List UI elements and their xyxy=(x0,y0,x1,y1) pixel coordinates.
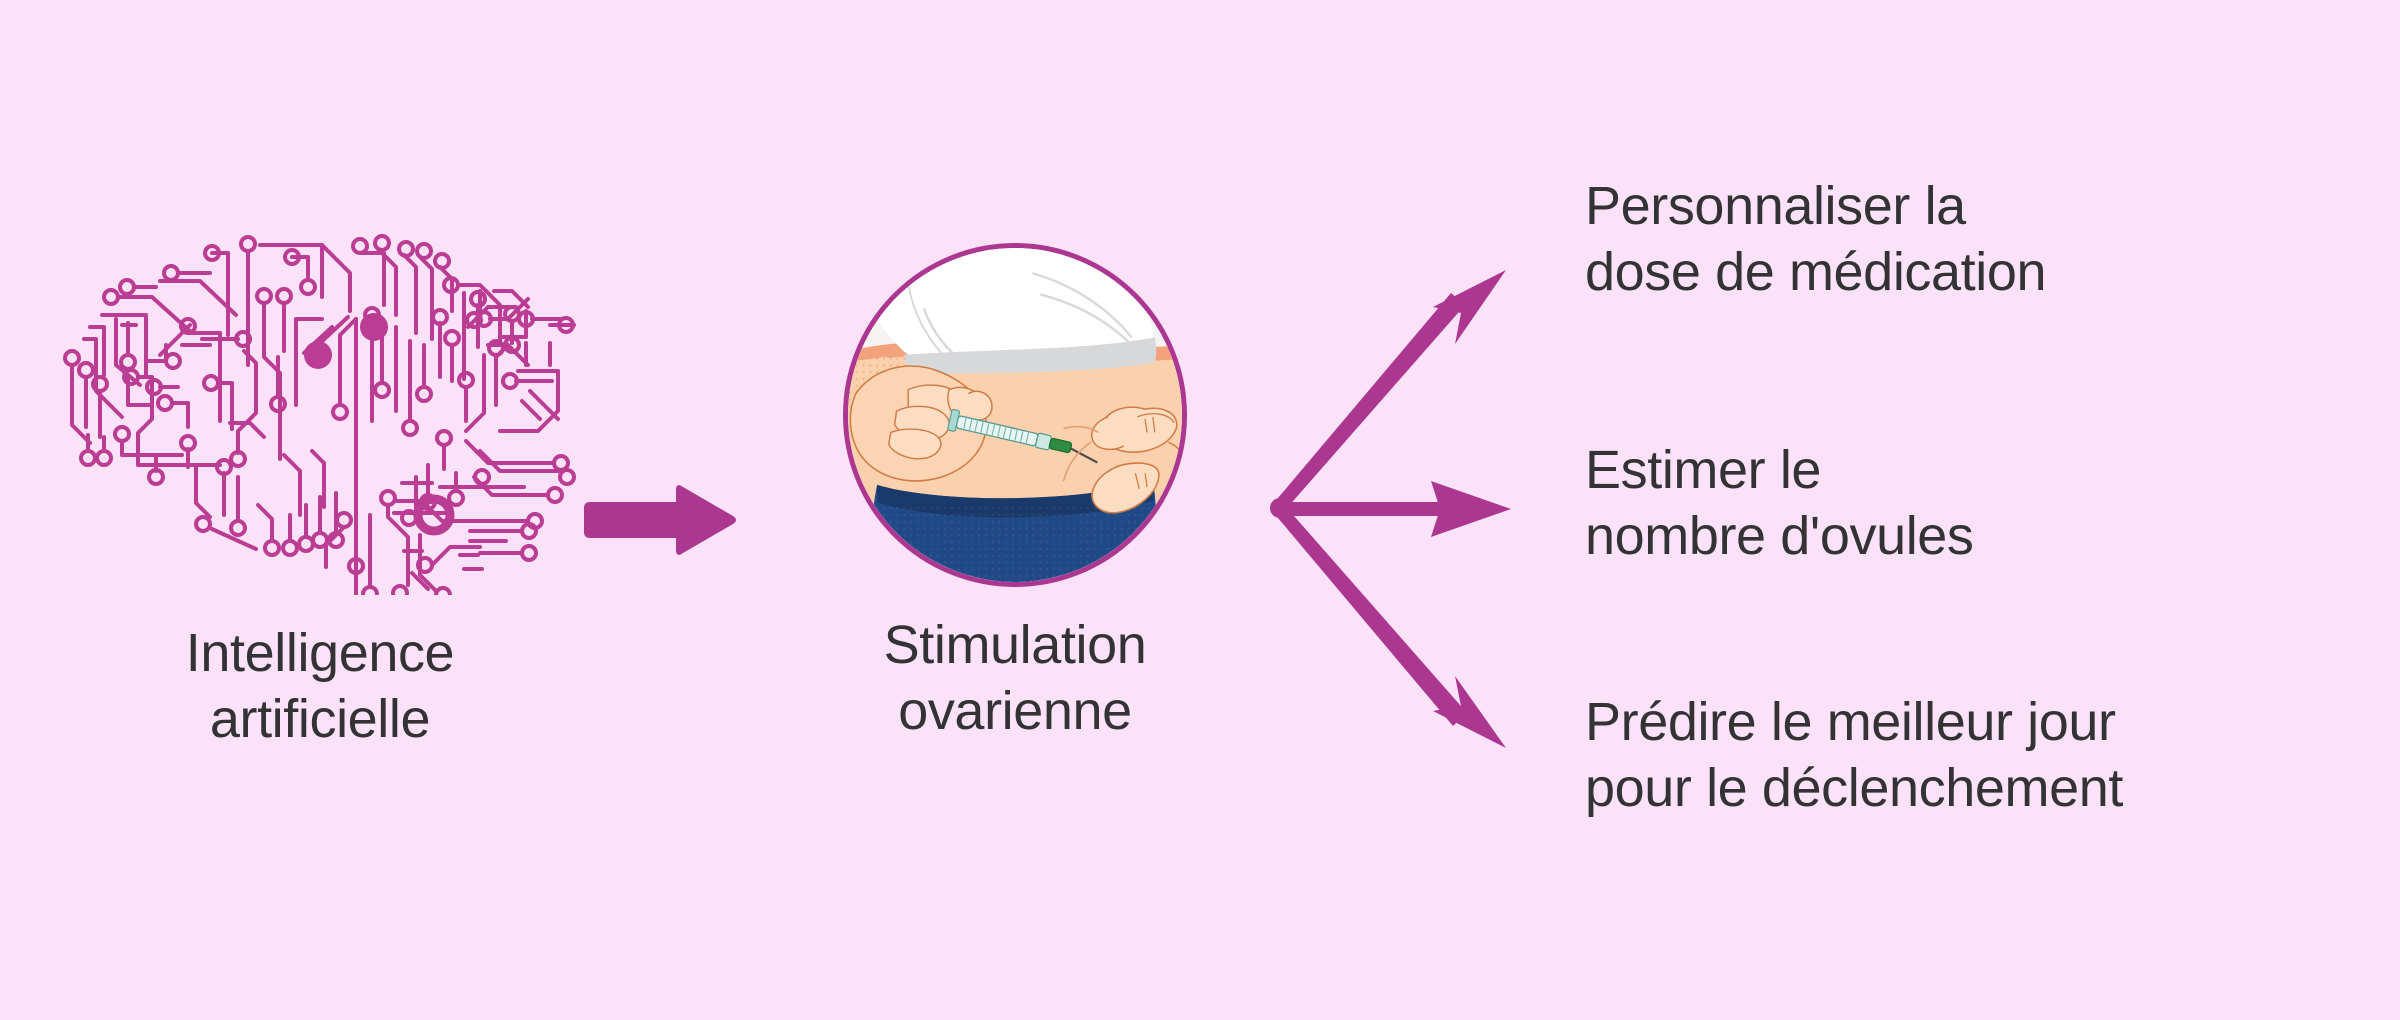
three-way-branching-arrow-icon xyxy=(1265,260,1525,760)
outcome-line: Estimer le xyxy=(1585,440,1822,500)
outcome-line: Personnaliser la xyxy=(1585,176,1966,236)
caption-artificial-intelligence: Intelligence artificielle xyxy=(60,621,580,753)
outcome-line: Prédire le meilleur jour xyxy=(1585,692,2116,752)
outcome-item: Estimer le nombre d'ovules xyxy=(1585,438,1974,570)
outcome-item: Personnaliser la dose de médication xyxy=(1585,174,2047,306)
outcome-line: nombre d'ovules xyxy=(1585,505,1974,566)
caption-line: Intelligence xyxy=(185,623,455,683)
caption-line: Stimulation xyxy=(883,615,1147,675)
caption-ovarian-stimulation: Stimulation ovarienne xyxy=(790,613,1240,745)
caption-line: ovarienne xyxy=(898,680,1132,741)
stage-ovarian-stimulation: Stimulation ovarienne xyxy=(790,215,1240,795)
caption-line: artificielle xyxy=(209,688,431,749)
stage-artificial-intelligence: Intelligence artificielle xyxy=(60,215,580,795)
outcome-line: pour le déclenchement xyxy=(1585,757,2123,818)
outcome-line: dose de médication xyxy=(1585,241,2047,302)
outcome-item: Prédire le meilleur jour pour le déclenc… xyxy=(1585,690,2123,822)
abdominal-injection-illustration xyxy=(843,243,1187,587)
circuit-brain-icon xyxy=(60,215,580,595)
outcomes-list: Personnaliser la dose de médication Esti… xyxy=(1585,150,2375,890)
right-arrow-icon xyxy=(580,480,740,560)
